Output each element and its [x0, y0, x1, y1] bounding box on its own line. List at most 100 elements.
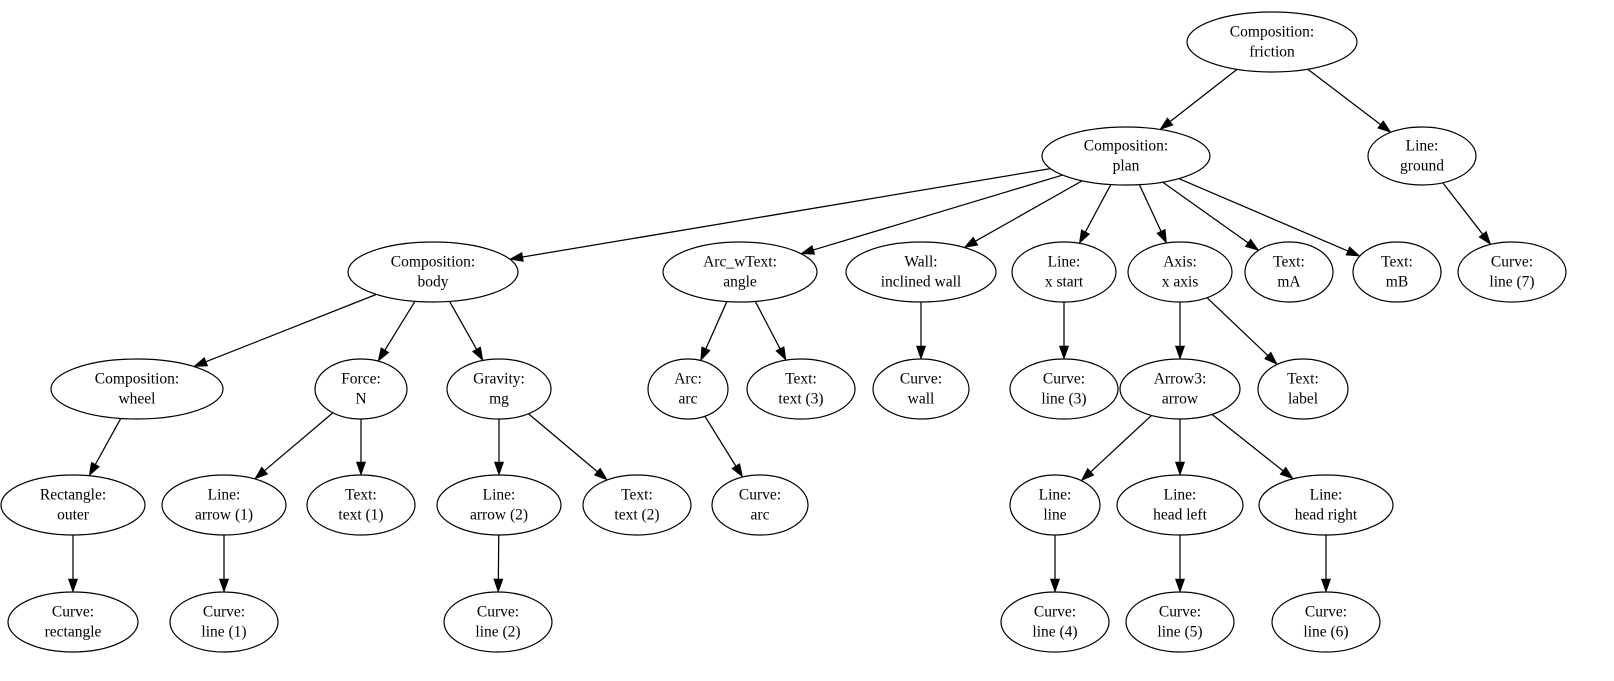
node-ellipse[interactable] — [1257, 358, 1349, 420]
graph-node[interactable]: Composition:body — [347, 241, 519, 303]
node-ellipse[interactable] — [50, 358, 224, 420]
graph-node[interactable]: Curve:line (4) — [1000, 591, 1110, 653]
node-label-type: Curve: — [477, 604, 519, 621]
graph-node[interactable]: Curve:line (5) — [1125, 591, 1235, 653]
node-ellipse[interactable] — [347, 241, 519, 303]
node-ellipse[interactable] — [1009, 358, 1119, 420]
graph-node[interactable]: Composition:friction — [1186, 11, 1358, 73]
node-label-name: head left — [1153, 507, 1207, 524]
node-ellipse[interactable] — [169, 591, 279, 653]
graph-node[interactable]: Line:line — [1009, 474, 1101, 536]
arrowhead-icon — [254, 466, 269, 480]
graph-node[interactable]: Curve:line (3) — [1009, 358, 1119, 420]
graph-node[interactable]: Arc_wText:angle — [662, 241, 818, 303]
graph-node[interactable]: Text:text (1) — [306, 474, 416, 536]
edge-line — [1206, 297, 1269, 356]
graph-node[interactable]: Line:x start — [1011, 241, 1117, 303]
node-ellipse[interactable] — [1367, 126, 1477, 186]
graph-node[interactable]: Curve:wall — [872, 358, 970, 420]
node-ellipse[interactable] — [1258, 474, 1394, 536]
graph-node[interactable]: Text:mA — [1244, 241, 1334, 303]
graph-edge — [1159, 68, 1238, 131]
graph-node[interactable]: Line:head left — [1116, 474, 1244, 536]
arrowhead-icon — [700, 346, 711, 362]
node-ellipse[interactable] — [872, 358, 970, 420]
node-ellipse[interactable] — [746, 358, 856, 420]
graph-node[interactable]: Curve:line (7) — [1457, 241, 1567, 303]
node-ellipse[interactable] — [662, 241, 818, 303]
edge-line — [522, 168, 1051, 258]
node-label-type: Curve: — [1491, 254, 1533, 271]
graph-node[interactable]: Curve:line (6) — [1271, 591, 1381, 653]
node-ellipse[interactable] — [443, 591, 553, 653]
node-ellipse[interactable] — [1009, 474, 1101, 536]
graph-node[interactable]: Wall:inclined wall — [845, 241, 997, 303]
node-ellipse[interactable] — [1125, 591, 1235, 653]
arrowhead-icon — [1049, 578, 1061, 593]
graph-node[interactable]: Curve:line (2) — [443, 591, 553, 653]
node-ellipse[interactable] — [1000, 591, 1110, 653]
graph-node[interactable]: Line:arrow (1) — [161, 474, 287, 536]
graph-edge — [704, 415, 744, 478]
node-ellipse[interactable] — [1011, 241, 1117, 303]
graph-node[interactable]: Line:arrow (2) — [436, 474, 562, 536]
node-label-name: line (4) — [1032, 624, 1077, 641]
node-label-name: mA — [1277, 274, 1301, 291]
node-ellipse[interactable] — [711, 474, 809, 536]
node-ellipse[interactable] — [1457, 241, 1567, 303]
node-ellipse[interactable] — [1271, 591, 1381, 653]
node-ellipse[interactable] — [7, 591, 139, 653]
node-ellipse[interactable] — [1352, 241, 1442, 303]
arrowhead-icon — [775, 346, 787, 361]
node-label-type: Arc: — [674, 371, 702, 388]
node-ellipse[interactable] — [314, 358, 408, 420]
node-label-name: N — [355, 391, 366, 408]
node-ellipse[interactable] — [0, 474, 146, 536]
graph-node[interactable]: Curve:line (1) — [169, 591, 279, 653]
arrowhead-icon — [1279, 466, 1294, 480]
node-ellipse[interactable] — [1116, 474, 1244, 536]
graph-edge — [915, 302, 927, 360]
graph-node[interactable]: Arc:arc — [647, 358, 729, 420]
arrowhead-icon — [355, 461, 367, 476]
graph-node[interactable]: Rectangle:outer — [0, 474, 146, 536]
graph-node[interactable]: Arrow3:arrow — [1119, 358, 1241, 420]
node-ellipse[interactable] — [582, 474, 692, 536]
node-ellipse[interactable] — [306, 474, 416, 536]
arrowhead-icon — [1264, 351, 1278, 366]
graph-node[interactable]: Composition:wheel — [50, 358, 224, 420]
node-label-name: angle — [723, 274, 757, 291]
node-ellipse[interactable] — [647, 358, 729, 420]
graph-node[interactable]: Composition:plan — [1041, 126, 1211, 186]
graph-node[interactable]: Text:text (3) — [746, 358, 856, 420]
node-label-type: Curve: — [739, 487, 781, 504]
graph-node[interactable]: Gravity:mg — [446, 358, 552, 420]
node-ellipse[interactable] — [1127, 241, 1233, 303]
node-ellipse[interactable] — [845, 241, 997, 303]
graph-edge — [963, 180, 1083, 248]
node-label-name: head right — [1295, 507, 1358, 524]
node-ellipse[interactable] — [436, 474, 562, 536]
graph-node[interactable]: Line:ground — [1367, 126, 1477, 186]
graph-node[interactable]: Curve:arc — [711, 474, 809, 536]
graph-node[interactable]: Force:N — [314, 358, 408, 420]
arrowhead-icon — [493, 461, 505, 476]
graph-node[interactable]: Text:mB — [1352, 241, 1442, 303]
node-ellipse[interactable] — [1119, 358, 1241, 420]
graph-node[interactable]: Text:label — [1257, 358, 1349, 420]
node-label-name: x start — [1045, 274, 1084, 291]
node-ellipse[interactable] — [1244, 241, 1334, 303]
graph-node[interactable]: Curve:rectangle — [7, 591, 139, 653]
graph-node[interactable]: Axis:x axis — [1127, 241, 1233, 303]
graph-node[interactable]: Text:text (2) — [582, 474, 692, 536]
edge-line — [1169, 68, 1238, 122]
edge-line — [449, 301, 478, 350]
node-ellipse[interactable] — [1186, 11, 1358, 73]
node-ellipse[interactable] — [1041, 126, 1211, 186]
node-ellipse[interactable] — [161, 474, 287, 536]
graph-node[interactable]: Line:head right — [1258, 474, 1394, 536]
node-label-type: Text: — [785, 371, 817, 388]
graph-edge — [1174, 419, 1186, 476]
node-ellipse[interactable] — [446, 358, 552, 420]
